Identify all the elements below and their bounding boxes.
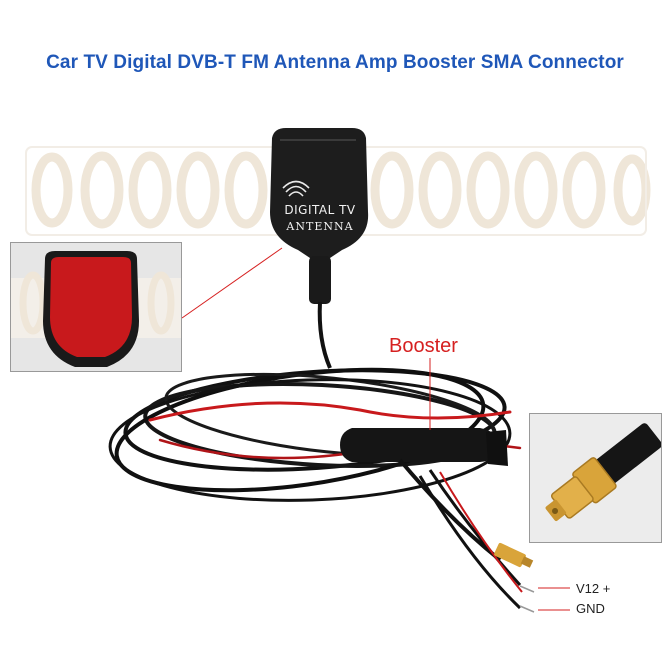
booster-callout: Booster: [389, 335, 458, 357]
inset-sma-connector: [529, 413, 662, 543]
adhesive-pad: [50, 257, 132, 357]
booster-box: [340, 428, 508, 466]
inset-adhesive-pad: [10, 242, 182, 372]
antenna-label-digital-tv: DIGITAL TV: [284, 203, 356, 217]
sma-connector-small: [494, 542, 534, 568]
tail-wires: [398, 458, 523, 610]
antenna-frame: [31, 151, 651, 229]
gnd-label: GND: [576, 601, 605, 616]
v12-label: V12 +: [576, 581, 611, 596]
antenna-housing: [270, 128, 369, 258]
signal-icon: [282, 180, 310, 197]
page-title: Car TV Digital DVB-T FM Antenna Amp Boos…: [46, 52, 624, 73]
antenna-label-antenna: ANTENNA: [286, 220, 354, 233]
callout-line: [181, 247, 283, 319]
